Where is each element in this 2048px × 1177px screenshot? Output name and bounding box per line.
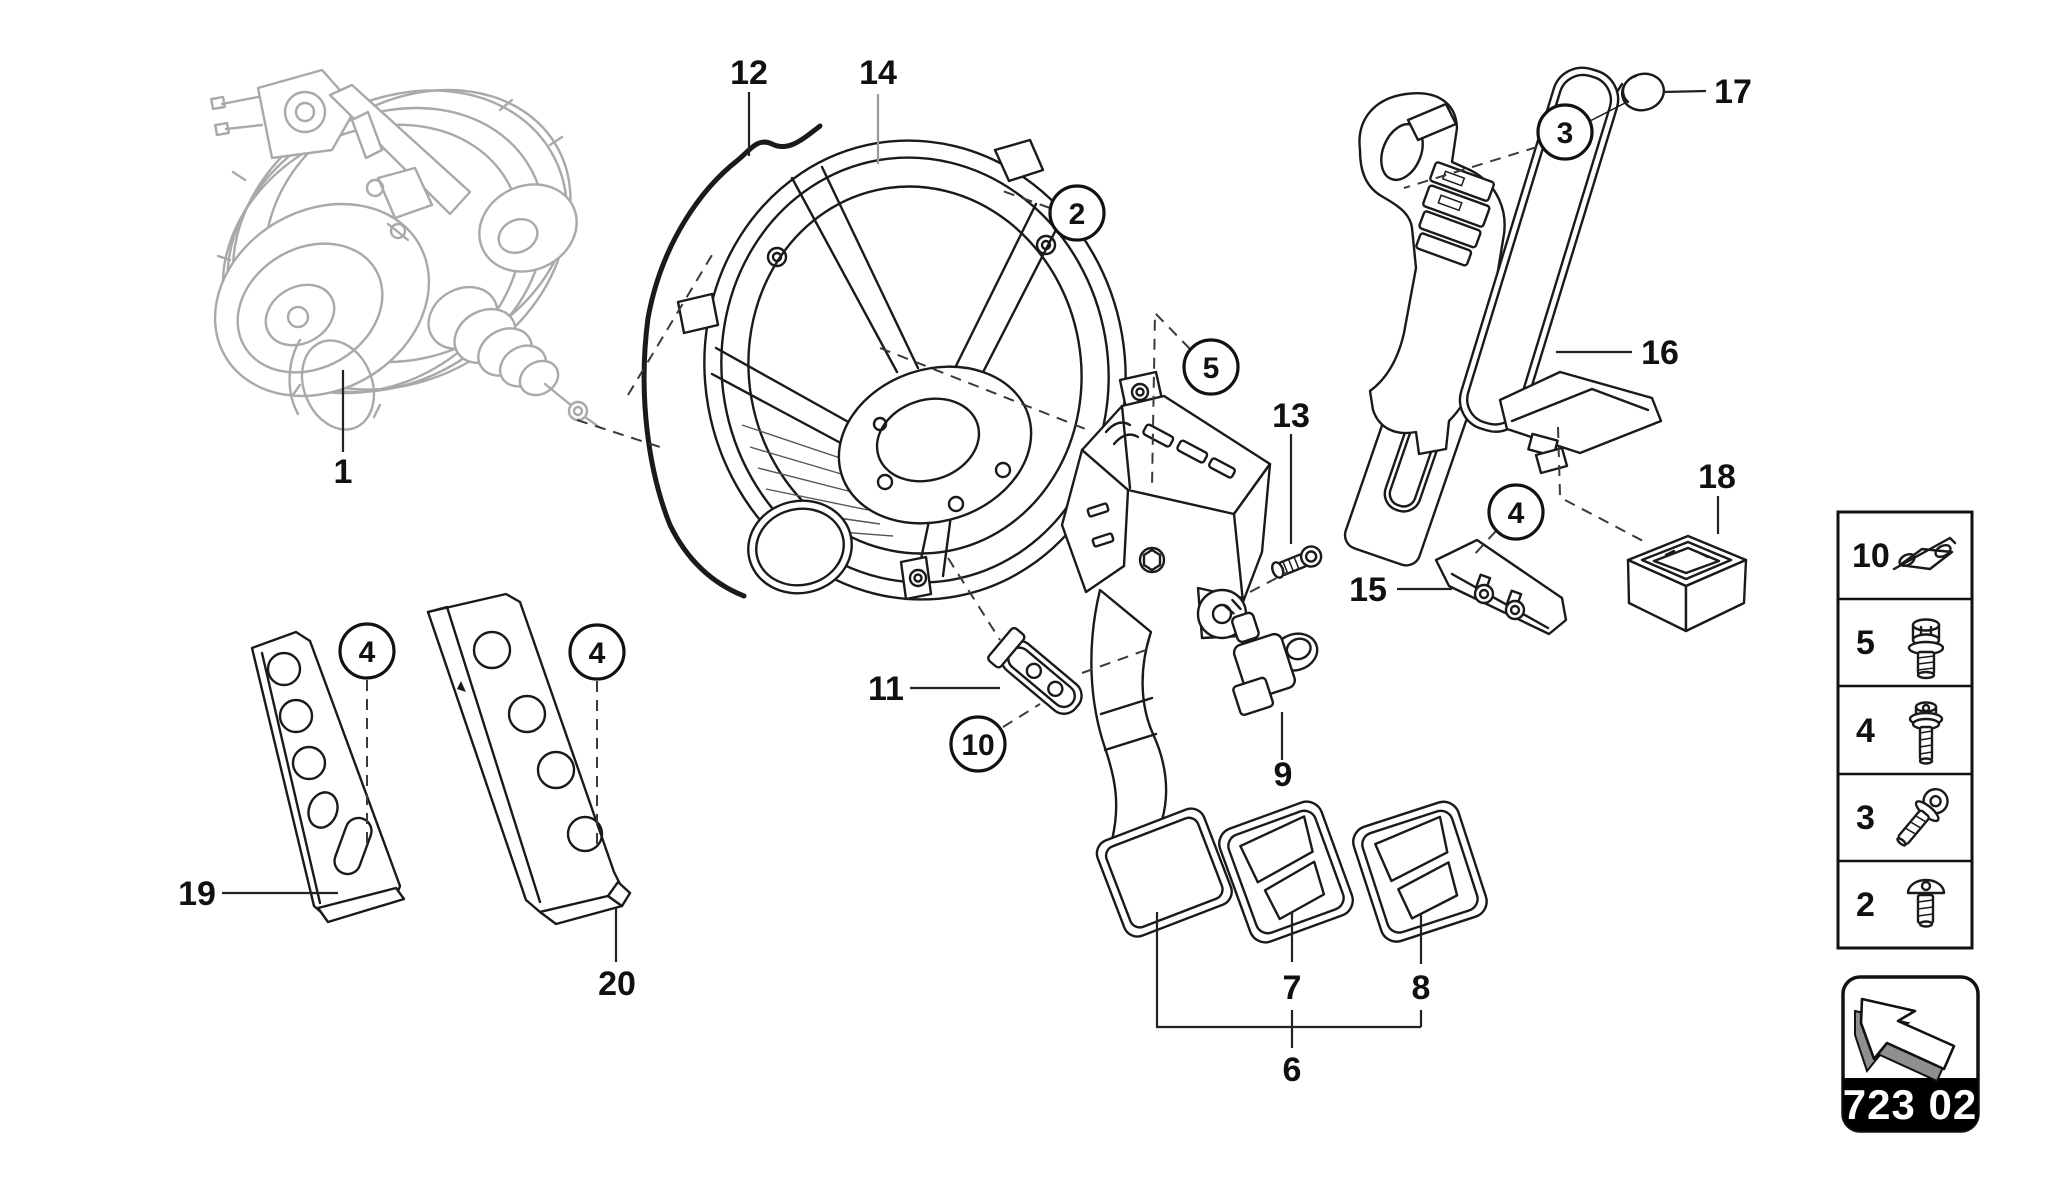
label-part-1[interactable]: 1 xyxy=(334,453,353,491)
label-part-18[interactable]: 18 xyxy=(1698,458,1736,496)
callout-part-4-right[interactable]: 4 xyxy=(1487,483,1545,541)
hex-flange-bolt-long-icon xyxy=(1908,701,1944,765)
label-part-17[interactable]: 17 xyxy=(1714,73,1752,111)
svg-text:4: 4 xyxy=(1508,497,1525,530)
label-part-16[interactable]: 16 xyxy=(1641,334,1679,372)
part-7-pedal-cap-drawing xyxy=(1218,800,1354,944)
callout-part-10[interactable]: 10 xyxy=(949,715,1007,773)
legend-row-screw-3[interactable]: 3 xyxy=(1856,783,1954,852)
page-badge[interactable]: 723 02 xyxy=(1841,975,1980,1133)
part-11-pin-drawing xyxy=(987,626,1083,715)
pedal-box-assembly-drawing xyxy=(1060,394,1272,938)
label-part-12[interactable]: 12 xyxy=(730,54,768,92)
legend-row-bolt-5[interactable]: 5 xyxy=(1856,618,1945,680)
callout-part-3[interactable]: 3 xyxy=(1536,103,1594,161)
label-part-13[interactable]: 13 xyxy=(1272,397,1310,435)
label-part-20[interactable]: 20 xyxy=(598,965,636,1003)
label-part-6[interactable]: 6 xyxy=(1283,1051,1302,1089)
svg-text:5: 5 xyxy=(1856,624,1875,662)
svg-text:2: 2 xyxy=(1856,886,1875,924)
part-14-cover-plate-drawing xyxy=(676,138,1165,601)
part-13-screw-drawing xyxy=(1271,545,1323,579)
torx-head-screw-icon xyxy=(1896,788,1949,847)
label-part-9[interactable]: 9 xyxy=(1274,756,1293,794)
svg-text:4: 4 xyxy=(589,637,606,670)
svg-text:10: 10 xyxy=(1852,537,1890,575)
part-20-bracket-drawing xyxy=(426,592,632,926)
svg-text:2: 2 xyxy=(1069,198,1086,231)
part-19-bracket-drawing xyxy=(250,630,406,924)
part-18-rubber-stop-drawing xyxy=(1626,534,1748,633)
part-1-brake-servo-drawing xyxy=(210,68,601,431)
legend-row-clip[interactable]: 10 xyxy=(1852,536,1957,575)
svg-text:3: 3 xyxy=(1856,799,1875,837)
callout-part-4-mid[interactable]: 4 xyxy=(568,623,626,681)
leader-lines xyxy=(222,89,1720,1048)
part-12-gasket-drawing xyxy=(641,123,823,599)
label-part-11[interactable]: 11 xyxy=(868,670,904,708)
nav-arrow-icon xyxy=(1854,997,1956,1083)
svg-text:3: 3 xyxy=(1557,117,1574,150)
label-part-7[interactable]: 7 xyxy=(1283,969,1302,1007)
construction-dashed-lines xyxy=(366,146,1646,846)
svg-text:4: 4 xyxy=(1856,712,1875,750)
fastener-legend: 10 5 4 xyxy=(1836,510,1974,950)
callout-part-2[interactable]: 2 xyxy=(1048,184,1106,242)
circled-callouts: 2 5 10 3 4 4 4 xyxy=(338,103,1594,773)
badge-code: 723 02 xyxy=(1843,1081,1977,1128)
part-8-pedal-cap-drawing xyxy=(1352,800,1488,943)
label-part-15[interactable]: 15 xyxy=(1349,571,1387,609)
spring-clip-icon xyxy=(1892,536,1957,571)
callout-part-5[interactable]: 5 xyxy=(1182,338,1240,396)
accelerator-pedal-assembly-drawing xyxy=(1358,66,1666,475)
legend-row-screw-2[interactable]: 2 xyxy=(1856,878,1946,928)
pan-head-screw-icon xyxy=(1906,878,1946,928)
label-part-8[interactable]: 8 xyxy=(1412,969,1431,1007)
part-9-brake-light-switch-drawing xyxy=(1223,598,1319,717)
hex-flange-bolt-icon xyxy=(1907,618,1945,680)
svg-text:5: 5 xyxy=(1203,352,1220,385)
label-part-19[interactable]: 19 xyxy=(178,875,216,913)
label-part-14[interactable]: 14 xyxy=(859,54,897,92)
part-17-cap-drawing xyxy=(1615,72,1666,112)
callout-part-4-left[interactable]: 4 xyxy=(338,622,396,680)
part-number-labels: 1 12 14 13 11 9 15 16 17 18 19 20 7 8 6 xyxy=(178,54,1752,1089)
svg-text:10: 10 xyxy=(961,729,994,762)
legend-row-bolt-4[interactable]: 4 xyxy=(1856,701,1944,765)
svg-text:4: 4 xyxy=(359,636,376,669)
